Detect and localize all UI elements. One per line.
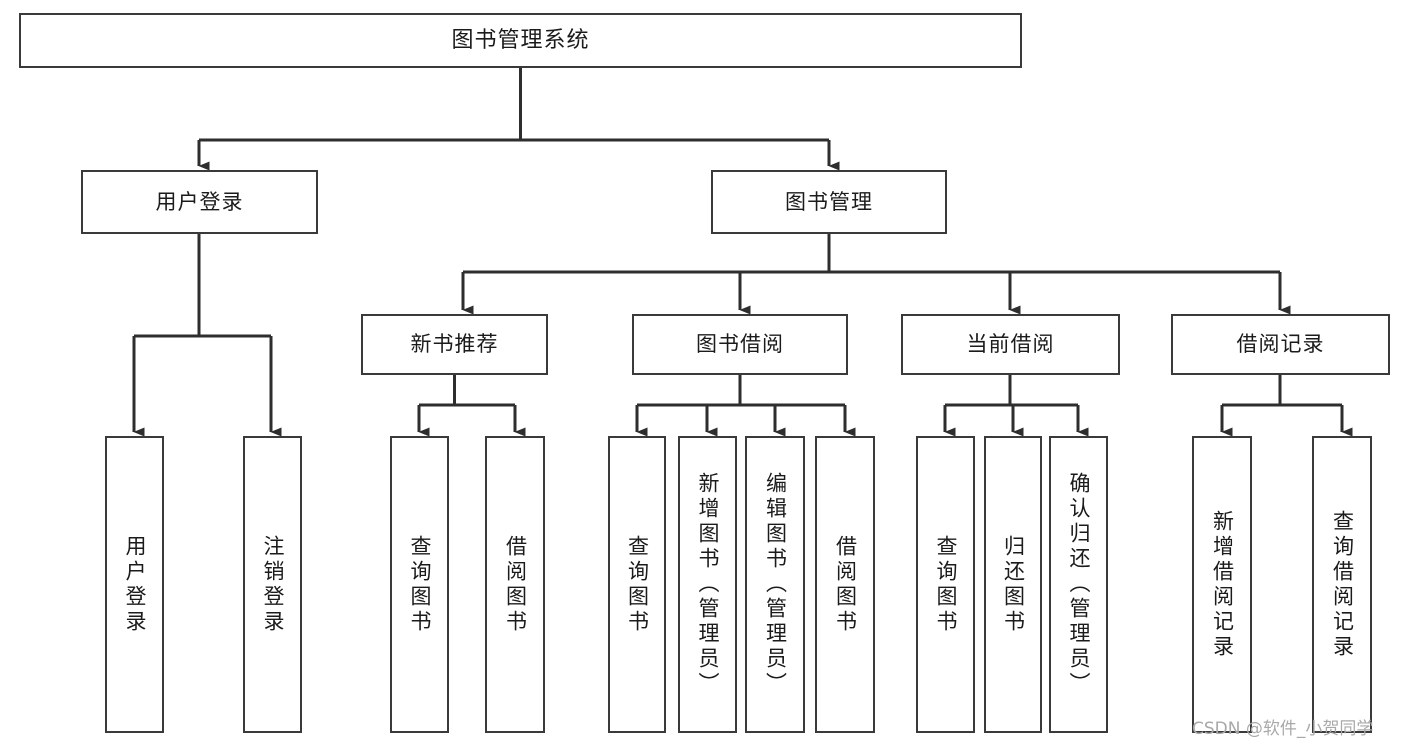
node-leaf-confirm-return-label: 确认归还（管理员） [1067,472,1091,697]
node-borrow-record[interactable]: 借阅记录 [1171,314,1390,375]
node-leaf-query-book-borrow-label: 查询图书 [625,534,650,635]
node-leaf-add-book-label: 新增图书（管理员） [696,472,720,697]
node-leaf-query-borrow-record[interactable]: 查询借阅记录 [1312,436,1372,733]
node-leaf-borrow-book[interactable]: 借阅图书 [815,436,875,733]
node-leaf-borrow-book-recommend-label: 借阅图书 [503,534,528,635]
node-leaf-query-borrow-record-label: 查询借阅记录 [1330,509,1355,660]
node-user-login[interactable]: 用户登录 [81,170,318,234]
node-book-manage-label: 图书管理 [785,189,873,214]
node-leaf-confirm-return[interactable]: 确认归还（管理员） [1049,436,1108,733]
node-leaf-borrow-book-recommend[interactable]: 借阅图书 [485,436,545,733]
node-leaf-query-book-current[interactable]: 查询图书 [916,436,975,733]
node-leaf-add-book[interactable]: 新增图书（管理员） [678,436,737,733]
node-leaf-query-book-borrow[interactable]: 查询图书 [608,436,666,733]
node-current-borrow[interactable]: 当前借阅 [901,314,1120,375]
node-borrow-record-label: 借阅记录 [1236,332,1325,357]
node-leaf-user-logout[interactable]: 注销登录 [243,436,302,733]
node-leaf-edit-book-label: 编辑图书（管理员） [763,472,788,697]
node-current-borrow-label: 当前借阅 [966,332,1055,357]
node-leaf-query-book-current-label: 查询图书 [934,534,958,635]
csdn-watermark: CSDN @软件_小贺同学 [1192,719,1374,739]
node-leaf-query-book-recommend[interactable]: 查询图书 [390,436,449,733]
node-leaf-borrow-book-label: 借阅图书 [833,534,858,635]
node-leaf-add-borrow-record-label: 新增借阅记录 [1210,509,1235,660]
node-book-borrow[interactable]: 图书借阅 [632,314,848,375]
node-new-book-recommend[interactable]: 新书推荐 [361,314,548,375]
node-leaf-return-book-label: 归还图书 [1001,534,1026,635]
node-leaf-add-borrow-record[interactable]: 新增借阅记录 [1192,436,1252,733]
node-leaf-edit-book[interactable]: 编辑图书（管理员） [745,436,805,733]
node-book-manage[interactable]: 图书管理 [711,170,947,234]
node-leaf-user-login-label: 用户登录 [123,534,147,635]
node-leaf-user-logout-label: 注销登录 [261,534,285,635]
node-new-book-recommend-label: 新书推荐 [410,332,499,357]
node-root-label: 图书管理系统 [451,27,590,53]
node-leaf-query-book-recommend-label: 查询图书 [408,534,432,635]
node-leaf-return-book[interactable]: 归还图书 [984,436,1042,733]
node-book-borrow-label: 图书借阅 [696,332,784,357]
node-leaf-user-login[interactable]: 用户登录 [105,436,164,733]
node-user-login-label: 用户登录 [155,189,244,214]
node-root[interactable]: 图书管理系统 [19,13,1022,68]
